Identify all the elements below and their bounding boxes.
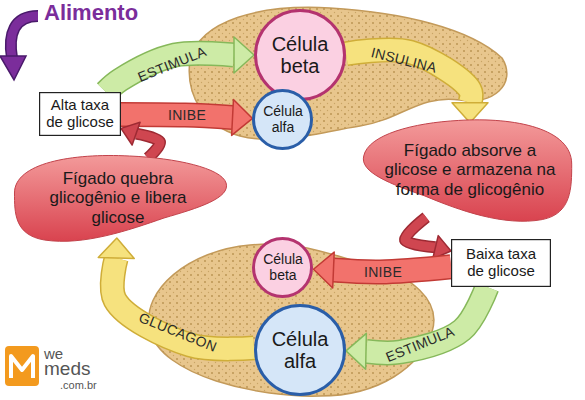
node-text: Célula beta bbox=[264, 33, 336, 78]
liver-shape: Fígado quebra glicogênio e libera glicos… bbox=[3, 148, 233, 248]
node-text: Fígado absorve a glicose e armazena na f… bbox=[381, 141, 559, 198]
signal-arrow bbox=[106, 37, 254, 92]
arrow-label: INIBE bbox=[364, 264, 402, 280]
signal-arrow bbox=[121, 122, 160, 158]
signal-arrow bbox=[313, 252, 451, 288]
liver-shape: Fígado absorve a glicose e armazena na f… bbox=[357, 111, 583, 229]
node-text: Fígado quebra glicogênio e libera glicos… bbox=[28, 169, 208, 226]
logo-text: meds bbox=[44, 358, 90, 380]
alpha-cell-circle: Célula alfa bbox=[252, 89, 313, 150]
alpha-cell-circle: Célula alfa bbox=[254, 304, 346, 396]
arrow-label: INSULINA bbox=[370, 44, 439, 76]
beta-cell-circle: Célula beta bbox=[254, 9, 346, 101]
pancreas-bottom bbox=[149, 244, 434, 396]
beta-cell-circle: Célula beta bbox=[252, 237, 313, 298]
arrow-label: ESTIMULA bbox=[383, 323, 456, 365]
arrow-label: GLUCAGON bbox=[137, 309, 220, 355]
node-text: Baixa taxa de glicose bbox=[457, 246, 545, 280]
arrow-label: INIBE bbox=[168, 107, 206, 123]
node-text: Célula alfa bbox=[264, 328, 336, 373]
food-arrow bbox=[0, 16, 38, 80]
signal-arrow bbox=[346, 287, 487, 369]
logo-icon bbox=[5, 346, 39, 386]
logo-text: .com.br bbox=[60, 379, 97, 391]
signal-arrow bbox=[405, 217, 451, 259]
node-text: Célula alfa bbox=[260, 104, 305, 135]
pancreas-top bbox=[189, 7, 507, 139]
arrow-label: ESTIMULA bbox=[135, 43, 208, 85]
node-text: Célula beta bbox=[260, 252, 305, 283]
input-label: Alimento bbox=[44, 0, 138, 26]
condition-box: Alta taxa de glicose bbox=[39, 92, 121, 136]
node-text: Alta taxa de glicose bbox=[45, 97, 115, 131]
condition-box: Baixa taxa de glicose bbox=[451, 239, 551, 287]
